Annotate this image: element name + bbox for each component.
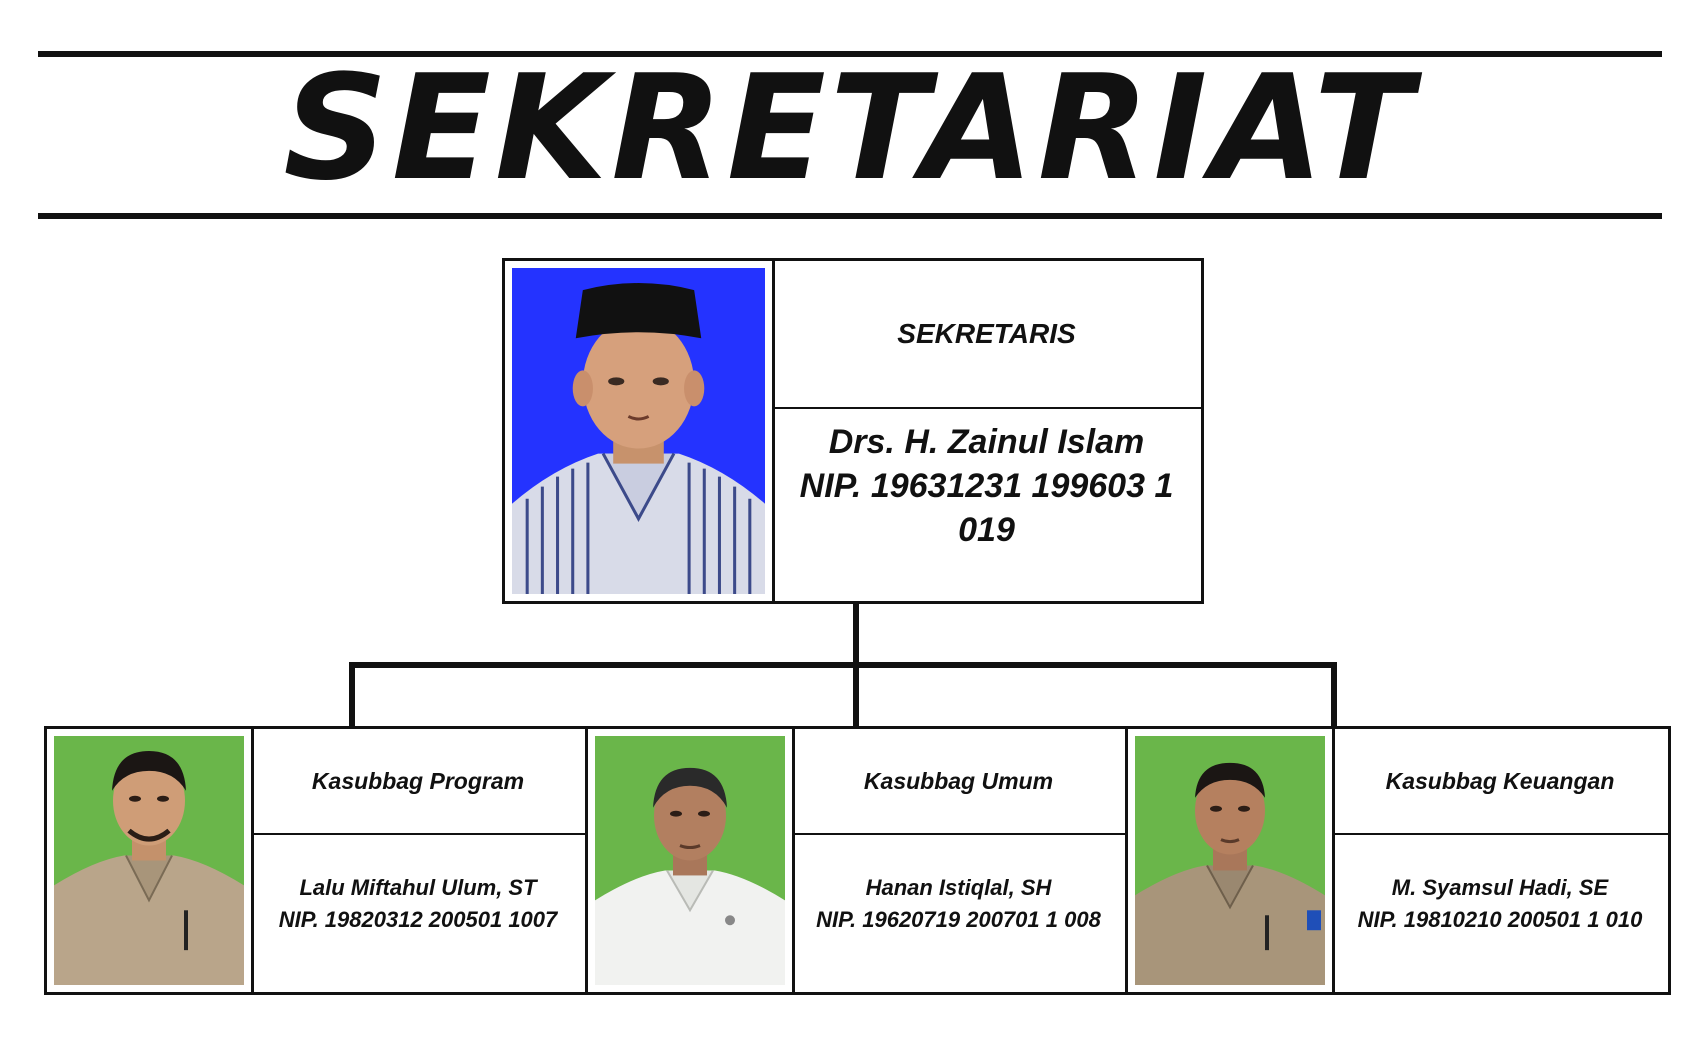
kasubbag-keuangan-nip: NIP. 19810210 200501 1 010 [1357, 906, 1643, 932]
connector-horizontal [349, 662, 1337, 668]
connector-program [349, 662, 355, 728]
portrait-image [595, 736, 785, 985]
connector-head-down [853, 604, 859, 666]
kasubbag-program-name-block: Lalu Miftahul Ulum, ST NIP. 19820312 200… [251, 833, 585, 992]
connector-umum [853, 662, 859, 728]
kasubbag-keuangan-photo [1128, 729, 1335, 992]
kasubbag-keuangan-role: Kasubbag Keuangan [1332, 729, 1668, 835]
kasubbag-umum-info: Kasubbag Umum Hanan Istiqlal, SH NIP. 19… [792, 729, 1125, 992]
title-rule-top [38, 51, 1662, 57]
sekretaris-name-block: Drs. H. Zainul Islam NIP. 19631231 19960… [772, 407, 1201, 601]
kasubbag-program-name: Lalu Miftahul Ulum, ST [299, 874, 537, 900]
kasubbag-program-card: Kasubbag Program Lalu Miftahul Ulum, ST … [44, 726, 588, 995]
portrait-image [54, 736, 244, 985]
kasubbag-program-info: Kasubbag Program Lalu Miftahul Ulum, ST … [251, 729, 585, 992]
kasubbag-umum-nip: NIP. 19620719 200701 1 008 [816, 906, 1101, 932]
kasubbag-umum-name: Hanan Istiqlal, SH [865, 874, 1052, 900]
connector-keuangan [1331, 662, 1337, 728]
page-title: SEKRETARIAT [283, 44, 1417, 213]
sekretaris-role: SEKRETARIS [772, 261, 1201, 409]
title-rule-bottom [38, 213, 1662, 219]
sekretaris-card: SEKRETARIS Drs. H. Zainul Islam NIP. 196… [502, 258, 1204, 604]
kasubbag-keuangan-card: Kasubbag Keuangan M. Syamsul Hadi, SE NI… [1125, 726, 1671, 995]
kasubbag-program-role: Kasubbag Program [251, 729, 585, 835]
sekretaris-nip: NIP. 19631231 199603 1 019 [799, 467, 1174, 549]
kasubbag-umum-name-block: Hanan Istiqlal, SH NIP. 19620719 200701 … [792, 833, 1125, 992]
portrait-image [512, 268, 765, 594]
kasubbag-keuangan-name: M. Syamsul Hadi, SE [1391, 874, 1609, 900]
kasubbag-umum-role: Kasubbag Umum [792, 729, 1125, 835]
kasubbag-keuangan-name-block: M. Syamsul Hadi, SE NIP. 19810210 200501… [1332, 833, 1668, 992]
portrait-image [1135, 736, 1325, 985]
sekretaris-photo [505, 261, 775, 601]
kasubbag-program-photo [47, 729, 254, 992]
sekretaris-name: Drs. H. Zainul Islam [828, 423, 1145, 461]
kasubbag-umum-card: Kasubbag Umum Hanan Istiqlal, SH NIP. 19… [585, 726, 1128, 995]
sekretaris-info: SEKRETARIS Drs. H. Zainul Islam NIP. 196… [772, 261, 1201, 601]
kasubbag-umum-photo [588, 729, 795, 992]
kasubbag-keuangan-info: Kasubbag Keuangan M. Syamsul Hadi, SE NI… [1332, 729, 1668, 992]
kasubbag-program-nip: NIP. 19820312 200501 1007 [278, 906, 558, 932]
